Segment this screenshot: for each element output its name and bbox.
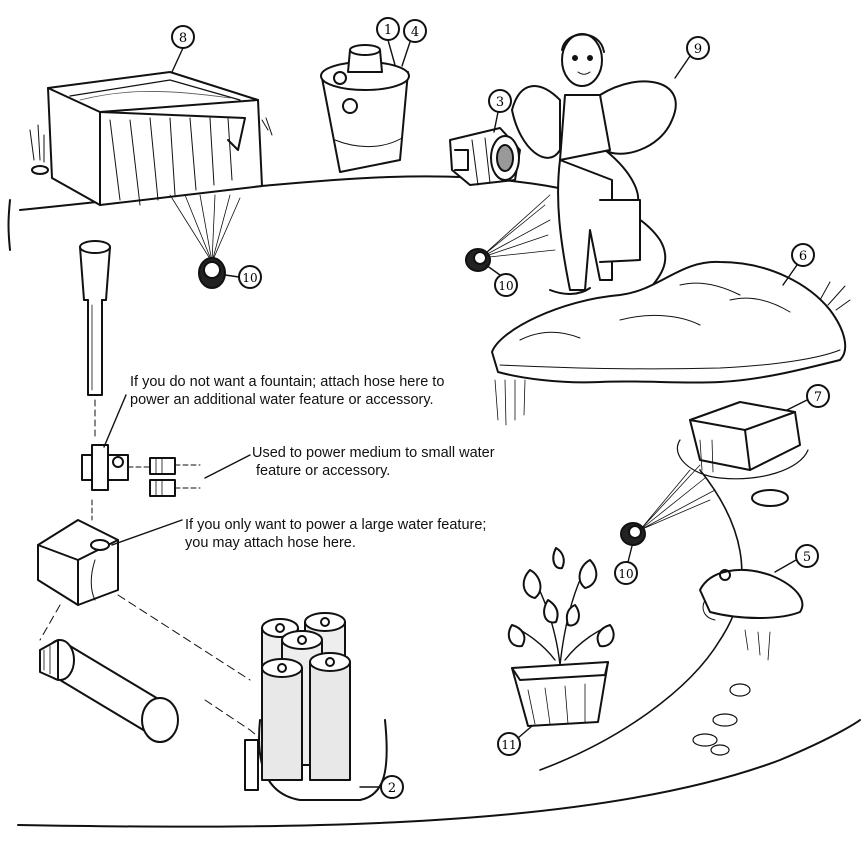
note-medium-feature: Used to power medium to small water feat… [252,444,495,480]
rock-waterfall [491,260,851,426]
callout-4 [401,19,427,67]
note-fountain-line-1: If you do not want a fountain; attach ho… [130,374,445,390]
callout-9 [674,36,710,79]
fountain-nozzle [79,240,111,441]
callout-11 [497,725,533,756]
callout-2 [359,775,404,799]
callout-1-number: 1 [384,23,392,38]
callout-8-number: 8 [179,31,187,46]
pond-light-a [198,257,226,289]
waterfall-spillway [29,71,273,206]
callout-5-number: 5 [803,550,811,565]
callout-10a-number: 10 [242,271,257,285]
note-medium-line-2: feature or accessory. [256,463,391,479]
external-pump [449,127,521,186]
filter-cartridges [244,612,388,801]
planter-basket [507,547,615,727]
callout-10a [224,265,262,289]
callout-10c [614,545,638,585]
note-fountain: If you do not want a fountain; attach ho… [130,373,444,409]
pond-light-c [620,522,646,546]
submersible-pump [37,499,119,606]
callout-4-number: 4 [411,25,419,40]
note-medium-line-1: Used to power medium to small water [252,445,495,461]
note-large-feature: If you only want to power a large water … [185,516,486,552]
pond-light-b [465,248,491,272]
callout-6-number: 6 [799,249,807,264]
frog-spitter [699,569,804,661]
prefilter-foam [39,639,179,743]
callout-10c-number: 10 [618,567,633,581]
callout-2-number: 2 [388,781,396,796]
callout-7 [786,384,830,411]
rock-spitter-box [676,401,809,507]
callout-1 [376,17,400,66]
callout-3-number: 3 [496,95,504,110]
callout-3 [488,89,512,133]
shore-stones [692,683,751,756]
note-large-line-1: If you only want to power a large water … [185,517,487,533]
light-beam-c [639,464,716,531]
callout-6 [782,243,815,286]
callout-10b [485,264,518,297]
callout-10b-number: 10 [498,279,513,293]
note-large-line-2: you may attach hose here. [185,535,356,551]
callout-7-number: 7 [814,390,822,405]
callout-9-number: 9 [694,42,702,57]
pressure-filter [320,44,410,173]
fairy-statue [511,33,677,295]
callout-5 [774,544,819,573]
callout-11-number: 11 [501,738,516,752]
note-fountain-line-2: power an additional water feature or acc… [130,392,434,408]
diverter-tee [81,444,151,491]
light-beam-b [479,194,556,259]
note-leader-lines [103,394,251,546]
hose-adapters [149,457,201,497]
light-beam-a [169,194,241,263]
callout-8 [171,25,195,73]
